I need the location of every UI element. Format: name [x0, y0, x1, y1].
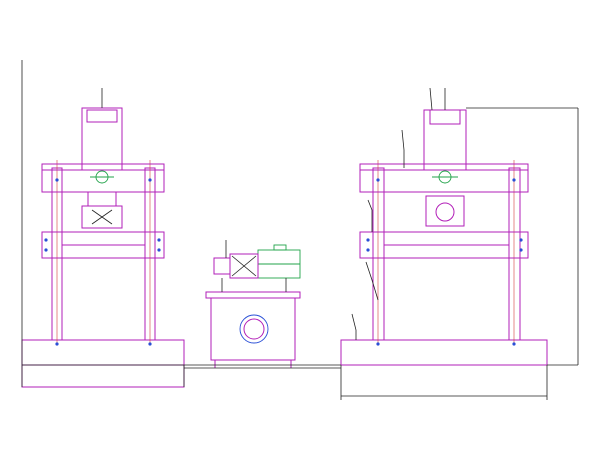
left-press-moving-platen [41, 231, 165, 259]
motor-junction-box [273, 244, 287, 251]
right-press-top-plate [359, 163, 529, 171]
left-press-cylinder-cap [86, 109, 118, 123]
left-press-cylinder [81, 107, 123, 171]
right-press-top-crosshead [359, 169, 529, 193]
left-press-top-plate [41, 163, 165, 171]
left-press-ram-head [81, 205, 123, 229]
left-press-base [21, 339, 185, 366]
right-press-column-left [372, 167, 385, 341]
right-press-column-right [508, 167, 521, 341]
left-press-top-crosshead [41, 169, 165, 193]
left-press-ram [87, 191, 117, 207]
right-press-base [340, 339, 548, 366]
hydraulic-power-unit [205, 240, 301, 368]
oil-tank [210, 297, 296, 361]
dimension-lines [21, 60, 579, 400]
tank-lid [205, 291, 301, 299]
right-press-ram-head [425, 195, 465, 227]
right-press-leader-lines [351, 87, 433, 340]
tank-inspection-port [239, 314, 269, 344]
left-press-foundation [21, 364, 185, 388]
right-press-guide-bolts [366, 178, 523, 346]
pump-inlet-block [213, 257, 231, 275]
left-hydraulic-press [21, 88, 185, 388]
right-hydraulic-press [340, 87, 548, 366]
right-press-cylinder-cap [429, 109, 461, 125]
right-press-moving-platen [359, 231, 529, 259]
left-press-guide-bolts [44, 178, 161, 346]
